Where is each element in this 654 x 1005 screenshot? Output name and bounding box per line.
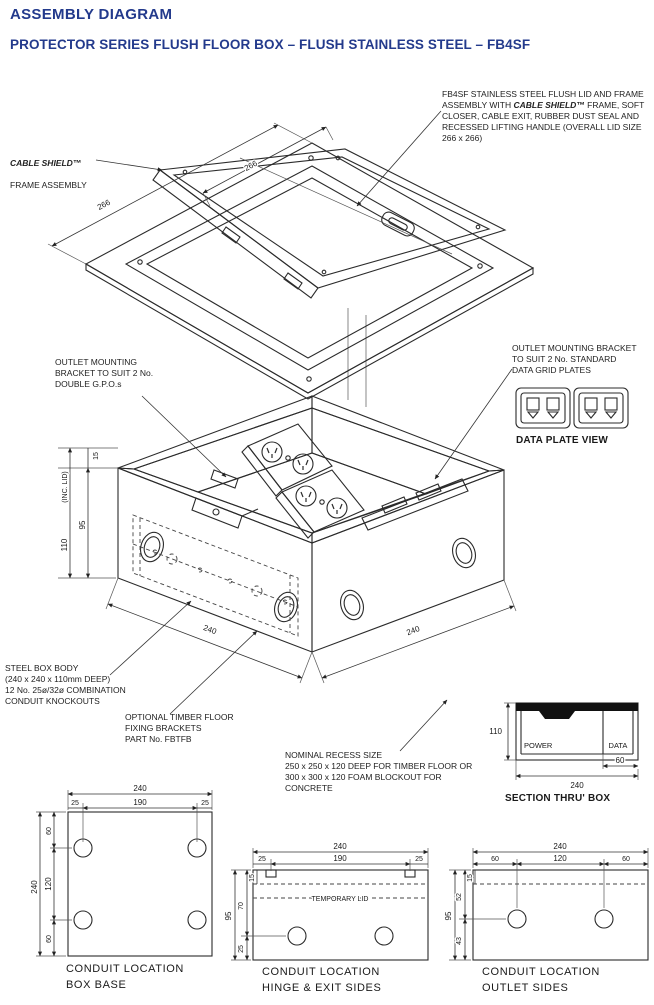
lid-note-brand: CABLE SHIELD™	[513, 100, 585, 110]
gpo-outlet-bracket	[241, 423, 365, 539]
gpo-socket-icon	[326, 497, 348, 519]
frame-note-brand: CABLE SHIELD™	[10, 158, 82, 168]
hinge-exit-caption-1: CONDUIT LOCATION	[262, 966, 380, 978]
annotation-data-bracket: OUTLET MOUNTING BRACKET TO SUIT 2 No. ST…	[512, 343, 637, 375]
base-dimensions: 240 240	[105, 577, 517, 684]
section-data-label: DATA	[609, 741, 628, 750]
dim-section-110: 110	[489, 727, 502, 736]
annotation-timber-brackets: OPTIONAL TIMBER FLOOR FIXING BRACKETS PA…	[125, 712, 234, 744]
exploded-view: 266 266	[47, 110, 535, 752]
dim-inc-lid: (INC. LID)	[62, 471, 69, 503]
dim-240-right: 240	[405, 624, 421, 637]
dim-hinge-15: 15	[249, 874, 256, 882]
data-grid-bracket	[361, 478, 469, 531]
annotation-nominal-recess: NOMINAL RECESS SIZE 250 x 250 x 120 DEEP…	[285, 750, 473, 793]
soft-closer-mechanism	[191, 469, 259, 529]
data-plate-icon	[573, 387, 629, 429]
dim-outlet-95: 95	[444, 911, 453, 920]
conduit-hole	[594, 909, 614, 929]
outlet-sides-caption-1: CONDUIT LOCATION	[482, 966, 600, 978]
conduit-knockouts	[140, 531, 476, 623]
leader-lines	[95, 110, 513, 752]
gpo-socket-icon	[292, 453, 314, 475]
annotation-lid-description: FB4SF STAINLESS STEEL FLUSH LID AND FRAM…	[442, 78, 649, 144]
dim-hinge-25l: 25	[258, 856, 266, 863]
lid-drawing	[152, 148, 507, 299]
dim-hinge-25b: 25	[238, 945, 245, 953]
dim-base-240h: 240	[30, 880, 39, 894]
dim-hinge-240: 240	[333, 842, 347, 851]
dim-outlet-43: 43	[456, 937, 463, 945]
section-view: POWER DATA 110 60 240 SECTION THRU' BOX	[488, 702, 639, 804]
data-plate-icon	[515, 387, 571, 429]
annotation-steel-box-body: STEEL BOX BODY (240 x 240 x 110mm DEEP) …	[5, 663, 126, 706]
frame-note-rest: FRAME ASSEMBLY	[10, 180, 87, 190]
annotation-gpo-bracket: OUTLET MOUNTING BRACKET TO SUIT 2 No. DO…	[55, 357, 154, 389]
dim-section-60: 60	[616, 756, 625, 765]
dim-outlet-15: 15	[467, 874, 474, 882]
lid-dimensions: 266 266	[47, 122, 334, 265]
frame-screw-icon	[137, 259, 143, 265]
hinge-knockout	[265, 869, 277, 878]
frame-screw-icon	[306, 376, 312, 382]
dim-95: 95	[78, 520, 87, 529]
annotation-frame-assembly: CABLE SHIELD™ FRAME ASSEMBLY	[10, 147, 120, 191]
dim-outlet-60r: 60	[622, 856, 630, 863]
lid-note-post: FRAME, SOFT CLOSER, CABLE EXIT, RUBBER D…	[442, 100, 645, 143]
lid-section-profile	[516, 703, 638, 719]
conduit-hole	[287, 926, 307, 946]
box-body-drawing	[117, 395, 505, 653]
hinge-exit-caption-2: HINGE & EXIT SIDES	[262, 982, 381, 994]
frame-screw-icon	[477, 263, 483, 269]
temporary-lid-label: TEMPORARY LID	[312, 896, 369, 903]
dim-outlet-60l: 60	[491, 856, 499, 863]
dim-base-60t: 60	[46, 827, 53, 835]
dim-outlet-120: 120	[553, 854, 567, 863]
hinge-knockout	[404, 869, 416, 878]
dim-240-left: 240	[202, 623, 218, 636]
data-plate-view: DATA PLATE VIEW	[515, 387, 629, 446]
section-power-label: POWER	[524, 741, 553, 750]
box-base-caption-2: BOX BASE	[66, 979, 126, 991]
dim-hinge-190: 190	[333, 854, 347, 863]
conduit-hole	[73, 910, 93, 930]
hinge-tab-icon	[283, 272, 303, 290]
dim-section-240: 240	[570, 781, 584, 790]
dim-base-25r: 25	[201, 800, 209, 807]
dim-lid-266-left: 266	[96, 197, 112, 211]
page-title: ASSEMBLY DIAGRAM	[10, 6, 173, 23]
section-caption: SECTION THRU' BOX	[505, 793, 610, 804]
dim-hinge-95: 95	[224, 911, 233, 920]
lid-note-pre: FB4SF STAINLESS STEEL FLUSH LID AND FRAM…	[442, 89, 644, 110]
conduit-outlet-sides-diagram: 240 60 120 60 95 52 43 15 CONDUIT LOCATI…	[443, 841, 649, 994]
conduit-hole	[374, 926, 394, 946]
lifting-handle-icon	[381, 211, 415, 237]
dim-base-120: 120	[44, 877, 53, 891]
data-plate-view-caption: DATA PLATE VIEW	[516, 435, 608, 446]
box-base-caption-1: CONDUIT LOCATION	[66, 963, 184, 975]
page-subtitle: PROTECTOR SERIES FLUSH FLOOR BOX – FLUSH…	[10, 37, 531, 52]
gpo-socket-icon	[261, 441, 283, 463]
dim-hinge-25r: 25	[415, 856, 423, 863]
dim-outlet-240: 240	[553, 842, 567, 851]
conduit-box-base-diagram: 240 25 190 25 240 60 120 60 CONDUIT LOCA…	[29, 783, 213, 991]
dim-hinge-70: 70	[238, 902, 245, 910]
outlet-sides-caption-2: OUTLET SIDES	[482, 982, 568, 994]
conduit-hole	[187, 910, 207, 930]
conduit-hole	[507, 909, 527, 929]
hinge-tab-icon	[221, 226, 241, 244]
dim-base-190: 190	[133, 798, 147, 807]
gpo-socket-icon	[295, 485, 317, 507]
dim-base-240w: 240	[133, 784, 147, 793]
dim-110: 110	[60, 538, 69, 551]
dim-base-60b: 60	[46, 935, 53, 943]
dim-15: 15	[93, 452, 100, 460]
height-dimensions: (INC. LID) 110 15 95	[58, 447, 118, 579]
dim-base-25l: 25	[71, 800, 79, 807]
dim-outlet-52: 52	[456, 893, 463, 901]
conduit-hinge-exit-diagram: TEMPORARY LID 240 25 190 25 95 70	[223, 841, 429, 994]
frame-screw-icon	[308, 155, 314, 161]
